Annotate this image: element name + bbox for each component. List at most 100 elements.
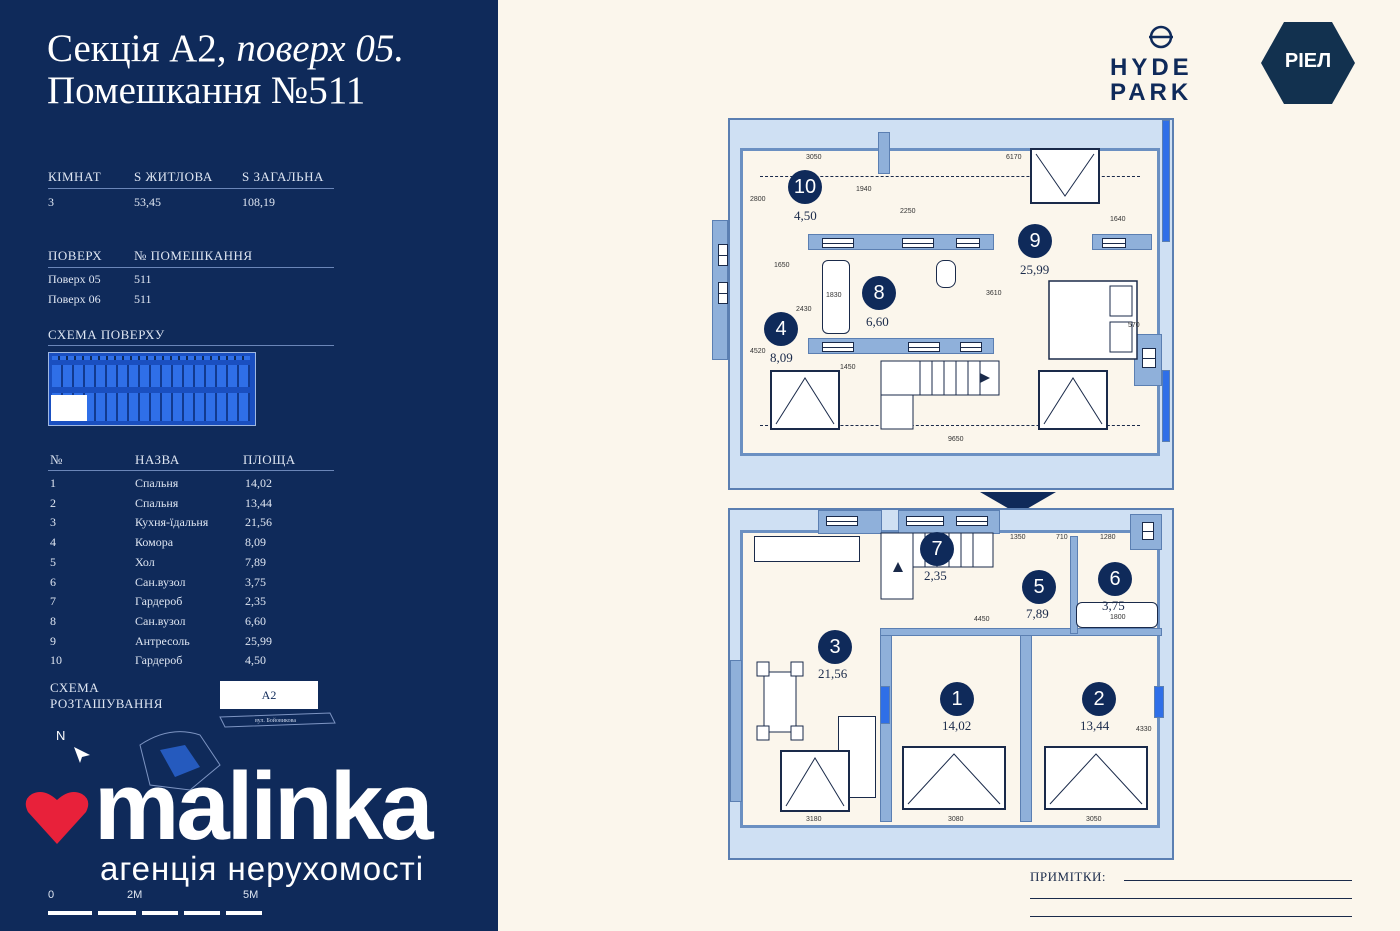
hyde-park-logo-icon	[1149, 25, 1173, 49]
room-row-num: 8	[50, 613, 56, 628]
floor-row-label: Поверх 06	[48, 292, 101, 306]
scale-bar	[142, 911, 178, 915]
floorplan-area: HYDE PARK РІЕЛ	[498, 0, 1400, 931]
divider	[48, 267, 334, 268]
heart-logo-icon	[25, 792, 89, 844]
notes-line	[1124, 880, 1352, 881]
notes-label: ПРИМІТКИ:	[1030, 869, 1107, 884]
room-number-badge: 3	[818, 630, 852, 664]
room-number-badge: 8	[862, 276, 896, 310]
floor-scheme-label: СХЕМА ПОВЕРХУ	[48, 327, 165, 342]
room-row-num: 2	[50, 495, 56, 510]
summary-living-value: 53,45	[134, 195, 161, 209]
location-label: СХЕМА	[50, 680, 100, 695]
scale-bar	[226, 911, 262, 915]
room-row-num: 6	[50, 574, 56, 589]
info-panel: Секція А2, поверх 05. Помешкання №511 КІ…	[0, 0, 498, 931]
divider	[48, 345, 334, 346]
room-row-area: 2,35	[245, 594, 266, 609]
section-badge: А2	[220, 681, 318, 709]
room-row-num: 7	[50, 594, 56, 609]
summary-rooms-value: 3	[48, 195, 54, 209]
lower-floor-plan: 7 2,35 5 7,89 6 3,75 3 21,56 1 14,02 2 1…	[728, 508, 1174, 860]
rooms-header-area: ПЛОЩА	[243, 452, 296, 467]
floor-scheme-map	[48, 352, 256, 426]
room-row-name: Сан.вузол	[135, 574, 186, 589]
scale-label: 2M	[127, 889, 143, 901]
room-row-area: 25,99	[245, 633, 272, 648]
room-row-name: Кухня-їдальня	[135, 515, 209, 530]
room-area: 25,99	[1020, 262, 1050, 277]
room-number-badge: 9	[1018, 224, 1052, 258]
room-number-badge: 1	[940, 682, 974, 716]
room-row-name: Сан.вузол	[135, 613, 186, 628]
divider	[48, 470, 334, 471]
room-area: 7,89	[1026, 606, 1049, 621]
room-area: 21,56	[818, 666, 848, 681]
room-area: 2,35	[924, 568, 947, 583]
room-row-area: 21,56	[245, 515, 272, 530]
room-area: 4,50	[794, 208, 817, 223]
scale-bar	[48, 911, 92, 915]
hyde-park-logo-text: HYDE	[1110, 54, 1193, 81]
street-label: вул. Бойовикова	[255, 718, 297, 724]
apartment-highlight	[51, 395, 87, 421]
floors-header-unit: № ПОМЕШКАННЯ	[134, 248, 253, 263]
room-area: 8,09	[770, 350, 793, 365]
room-row-name: Гардероб	[135, 594, 183, 609]
room-row-num: 5	[50, 554, 56, 569]
page-title: Секція А2, поверх 05. Помешкання №511	[47, 27, 405, 112]
floor-row-unit: 511	[134, 292, 152, 306]
riel-logo-text: РІЕЛ	[1284, 50, 1332, 72]
room-row-name: Хол	[135, 554, 155, 569]
summary-total-value: 108,19	[242, 195, 275, 209]
summary-header-rooms: КІМНАТ	[48, 169, 102, 184]
room-row-name: Гардероб	[135, 653, 183, 668]
room-number-badge: 10	[788, 170, 822, 204]
notes-line	[1030, 916, 1352, 917]
room-row-area: 6,60	[245, 613, 266, 628]
scale-bar	[184, 911, 220, 915]
notes-line	[1030, 898, 1352, 899]
room-row-area: 4,50	[245, 653, 266, 668]
scale-label: 0	[48, 889, 55, 901]
floor-row-unit: 511	[134, 272, 152, 286]
floor-row-label: Поверх 05	[48, 272, 101, 286]
room-area: 14,02	[942, 718, 972, 733]
summary-header-total: S ЗАГАЛЬНА	[242, 169, 324, 184]
rooms-header-name: НАЗВА	[135, 452, 180, 467]
room-row-name: Спальня	[135, 495, 179, 510]
watermark-tagline: агенція нерухомості	[100, 850, 425, 887]
north-label: N	[56, 728, 66, 743]
room-area: 3,75	[1102, 598, 1125, 613]
room-row-area: 3,75	[245, 574, 266, 589]
room-row-num: 9	[50, 633, 56, 648]
room-number-badge: 6	[1098, 562, 1132, 596]
scale-label: 5M	[243, 889, 259, 901]
room-row-area: 8,09	[245, 535, 266, 550]
location-map	[139, 712, 336, 791]
watermark-brand: malinka	[94, 753, 434, 860]
room-row-area: 13,44	[245, 495, 272, 510]
room-row-num: 10	[50, 653, 62, 668]
upper-floor-plan: 10 4,50 9 25,99 8 6,60 4 8,09 3050 6170 …	[712, 118, 1174, 490]
north-arrow-icon	[74, 747, 90, 763]
room-number-badge: 4	[764, 312, 798, 346]
room-row-num: 1	[50, 476, 56, 490]
rooms-header-num: №	[50, 452, 63, 467]
room-row-area: 7,89	[245, 554, 266, 569]
floors-header-floor: ПОВЕРХ	[48, 248, 103, 263]
room-row-name: Комора	[135, 535, 174, 550]
room-row-area: 14,02	[245, 476, 272, 490]
room-area: 6,60	[866, 314, 889, 329]
room-number-badge: 7	[920, 532, 954, 566]
room-row-name: Спальня	[135, 476, 179, 490]
entrance-arrow-icon	[980, 492, 1056, 514]
divider	[48, 188, 334, 189]
room-area: 13,44	[1080, 718, 1110, 733]
room-row-num: 3	[50, 515, 56, 530]
summary-header-living: S ЖИТЛОВА	[134, 169, 213, 184]
room-number-badge: 5	[1022, 570, 1056, 604]
riel-logo-badge	[1261, 22, 1355, 104]
room-number-badge: 2	[1082, 682, 1116, 716]
